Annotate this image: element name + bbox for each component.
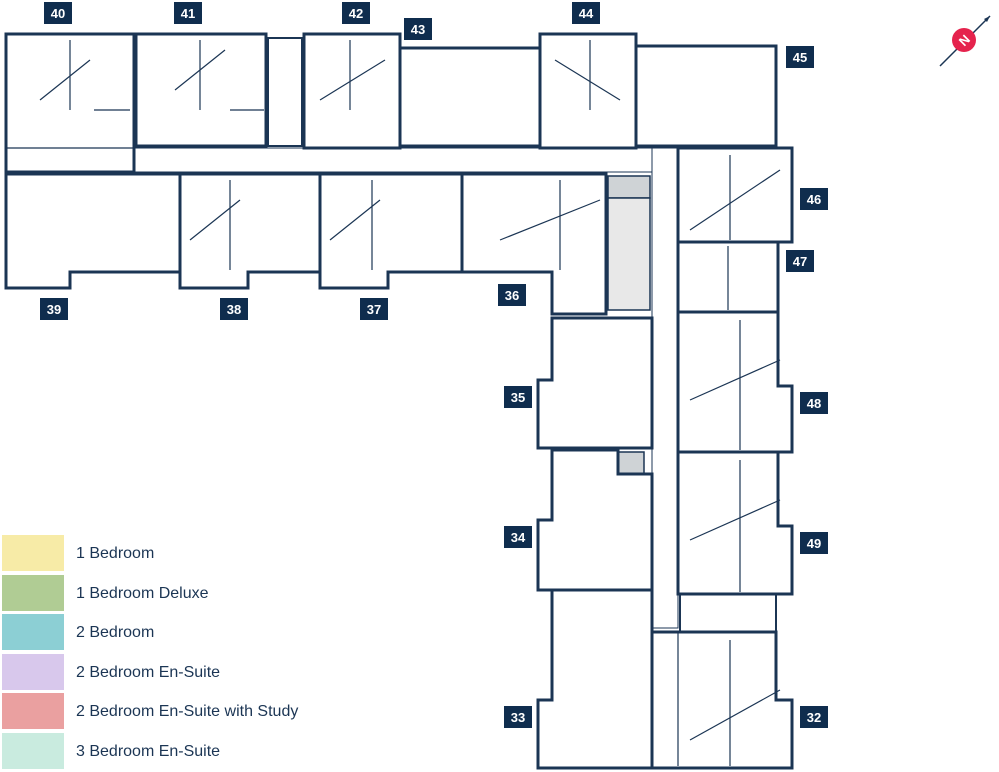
unit-45-status: RESERVED bbox=[653, 89, 758, 109]
legend-swatch bbox=[2, 732, 64, 769]
unit-42[interactable] bbox=[302, 32, 402, 150]
legend-swatch bbox=[2, 693, 64, 729]
svg-text:40: 40 bbox=[51, 6, 65, 21]
legend-item: 1 Bedroom bbox=[0, 535, 340, 571]
unit-48[interactable] bbox=[676, 310, 794, 454]
legend-swatch bbox=[2, 535, 64, 571]
unit-34-status: RESERVED bbox=[544, 544, 649, 564]
stair-core bbox=[607, 197, 651, 311]
unit-44[interactable] bbox=[538, 32, 638, 150]
svg-text:33: 33 bbox=[511, 710, 525, 725]
legend-swatch bbox=[2, 574, 64, 611]
svg-text:36: 36 bbox=[505, 288, 519, 303]
legend-item: 2 Bedroom En-Suite bbox=[0, 653, 340, 690]
unit-38[interactable] bbox=[178, 172, 322, 290]
unit-32[interactable] bbox=[650, 630, 794, 770]
unit-35-status: SOLD bbox=[569, 402, 623, 422]
legend-label: 3 Bedroom En-Suite bbox=[76, 742, 221, 760]
legend-swatch bbox=[2, 653, 64, 690]
legend-label: 2 Bedroom bbox=[76, 624, 155, 641]
svg-text:34: 34 bbox=[511, 530, 526, 545]
legend-label: 2 Bedroom En-Suite with Study bbox=[76, 703, 299, 720]
corridor-east bbox=[651, 147, 679, 629]
unit-47[interactable] bbox=[676, 240, 780, 314]
unit-35[interactable]: SOLD bbox=[536, 316, 654, 450]
utility-room-2 bbox=[617, 451, 645, 475]
utility-room bbox=[607, 175, 651, 199]
svg-text:48: 48 bbox=[807, 396, 821, 411]
svg-text:44: 44 bbox=[579, 6, 594, 21]
svg-text:46: 46 bbox=[807, 192, 821, 207]
unit-36[interactable] bbox=[460, 172, 608, 316]
svg-text:32: 32 bbox=[807, 710, 821, 725]
stairwell-east bbox=[679, 593, 777, 633]
unit-number-badges: 40 41 42 43 44 45 39 38 37 36 46 47 35 4… bbox=[40, 2, 828, 728]
unit-39-status: RESERVED bbox=[38, 217, 143, 237]
svg-text:41: 41 bbox=[181, 6, 195, 21]
legend-item: 1 Bedroom Deluxe bbox=[0, 574, 340, 611]
legend-item: 2 Bedroom bbox=[0, 614, 340, 650]
legend-label: 1 Bedroom Deluxe bbox=[76, 584, 209, 602]
unit-33-status: SOLD bbox=[575, 673, 629, 693]
legend-swatch bbox=[2, 614, 64, 650]
unit-45[interactable]: RESERVED bbox=[634, 44, 778, 148]
legend-item: 3 Bedroom En-Suite bbox=[0, 732, 340, 769]
svg-text:37: 37 bbox=[367, 302, 381, 317]
unit-40[interactable] bbox=[4, 32, 136, 174]
legend-item: 2 Bedroom En-Suite with Study bbox=[0, 693, 340, 729]
svg-text:42: 42 bbox=[349, 6, 363, 21]
svg-text:39: 39 bbox=[47, 302, 61, 317]
north-compass-icon: N bbox=[939, 15, 991, 67]
svg-text:49: 49 bbox=[807, 536, 821, 551]
unit-49[interactable] bbox=[676, 450, 794, 596]
svg-text:35: 35 bbox=[511, 390, 525, 405]
stairwell-north bbox=[267, 37, 303, 147]
legend-label: 1 Bedroom bbox=[76, 545, 155, 562]
svg-text:45: 45 bbox=[793, 50, 807, 65]
unit-43-status: SOLD bbox=[443, 89, 497, 109]
unit-43[interactable]: SOLD bbox=[398, 46, 542, 148]
svg-text:47: 47 bbox=[793, 254, 807, 269]
svg-text:43: 43 bbox=[411, 22, 425, 37]
unit-39[interactable]: RESERVED bbox=[4, 172, 182, 290]
legend-label: 2 Bedroom En-Suite bbox=[76, 663, 221, 681]
unit-41[interactable] bbox=[134, 32, 268, 148]
svg-text:38: 38 bbox=[227, 302, 241, 317]
unit-33[interactable]: SOLD bbox=[536, 588, 654, 770]
unit-46[interactable] bbox=[676, 146, 794, 244]
corridor-north bbox=[133, 147, 675, 173]
unit-37[interactable] bbox=[318, 172, 464, 290]
